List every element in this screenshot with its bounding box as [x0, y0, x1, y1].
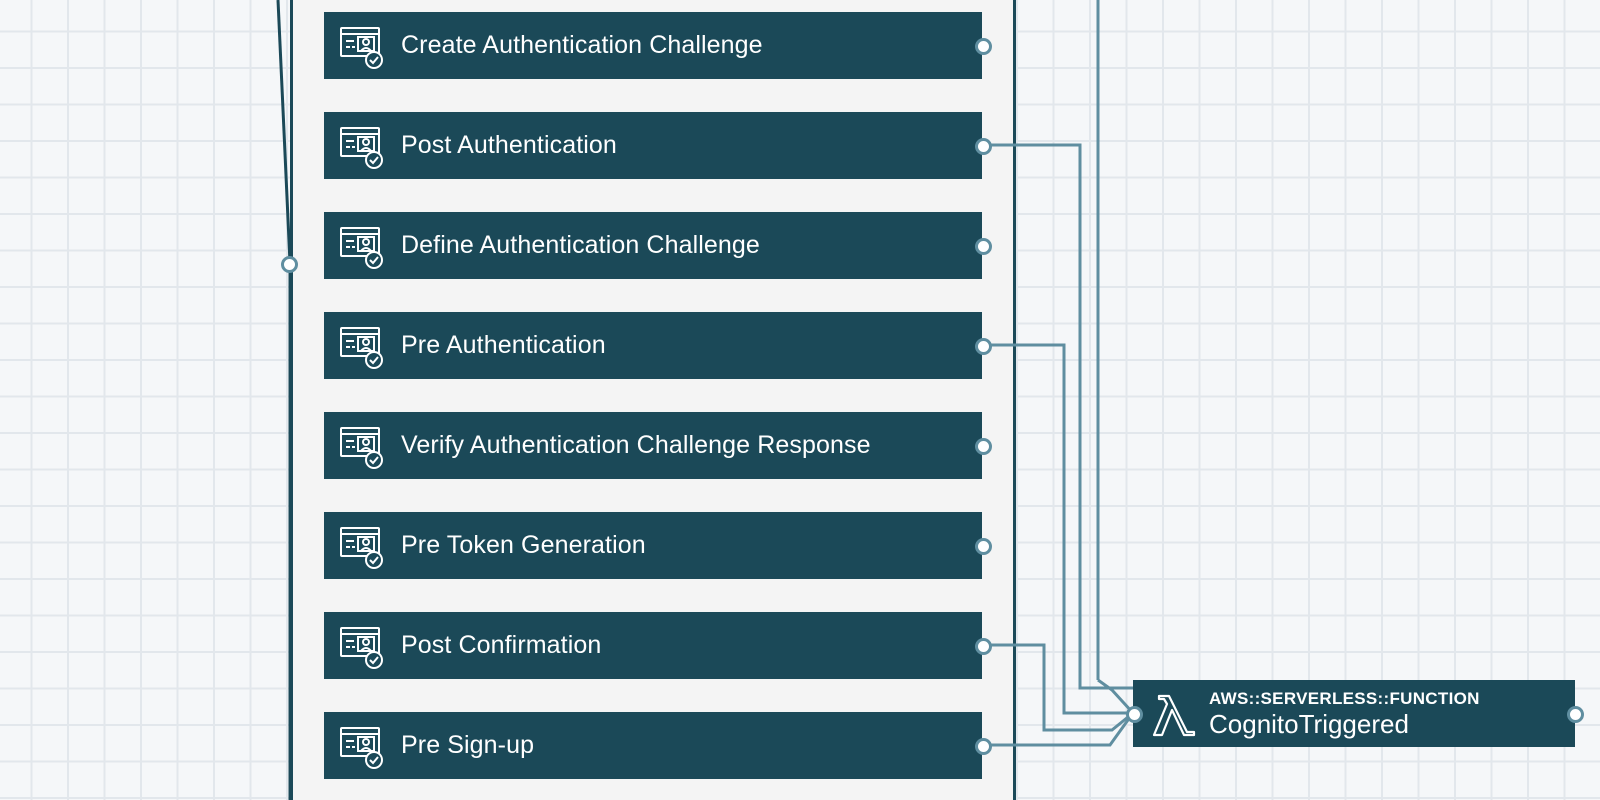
function-name-label: CognitoTriggered [1209, 708, 1409, 739]
trigger-node-create-authentication-challenge[interactable]: Create Authentication Challenge [324, 12, 982, 79]
function-node-cognito-triggered[interactable]: AWS::SERVERLESS::FUNCTION CognitoTrigger… [1133, 680, 1575, 747]
trigger-label: Pre Sign-up [401, 731, 535, 759]
connection-left-vertical [276, 0, 292, 264]
cognito-trigger-icon [338, 422, 386, 470]
trigger-node-pre-token-generation[interactable]: Pre Token Generation [324, 512, 982, 579]
connection-pre-sign-up [982, 712, 1135, 747]
trigger-label: Post Authentication [401, 131, 617, 159]
trigger-label: Post Confirmation [401, 631, 602, 659]
trigger-output-port-verify-authentication-challenge-response[interactable] [975, 438, 992, 455]
trigger-output-port-create-authentication-challenge[interactable] [975, 38, 992, 55]
trigger-node-pre-authentication[interactable]: Pre Authentication [324, 312, 982, 379]
trigger-label: Verify Authentication Challenge Response [401, 431, 871, 459]
trigger-label: Pre Token Generation [401, 531, 646, 559]
cognito-trigger-icon [338, 222, 386, 270]
trigger-output-port-post-confirmation[interactable] [975, 638, 992, 655]
cognito-trigger-icon [338, 522, 386, 570]
trigger-label: Create Authentication Challenge [401, 31, 763, 59]
cognito-trigger-icon [338, 322, 386, 370]
connection-post-authentication [982, 143, 1133, 690]
trigger-output-port-pre-authentication[interactable] [975, 338, 992, 355]
trigger-output-port-post-authentication[interactable] [975, 138, 992, 155]
trigger-node-verify-authentication-challenge-response[interactable]: Verify Authentication Challenge Response [324, 412, 982, 479]
function-output-port[interactable] [1567, 706, 1584, 723]
connection-pre-authentication [982, 343, 1133, 715]
trigger-output-port-define-authentication-challenge[interactable] [975, 238, 992, 255]
trigger-node-post-confirmation[interactable]: Post Confirmation [324, 612, 982, 679]
trigger-node-define-authentication-challenge[interactable]: Define Authentication Challenge [324, 212, 982, 279]
function-input-port[interactable] [1126, 706, 1143, 723]
cognito-trigger-icon [338, 122, 386, 170]
cognito-trigger-icon [338, 722, 386, 770]
connection-post-confirmation [982, 643, 1134, 732]
cognito-trigger-icon [338, 22, 386, 70]
connection-top-to-function [1097, 678, 1135, 715]
trigger-node-post-authentication[interactable]: Post Authentication [324, 112, 982, 179]
trigger-label: Define Authentication Challenge [401, 231, 760, 259]
trigger-output-port-pre-sign-up[interactable] [975, 738, 992, 755]
function-type-label: AWS::SERVERLESS::FUNCTION [1209, 688, 1480, 708]
trigger-output-port-pre-token-generation[interactable] [975, 538, 992, 555]
function-node-text: AWS::SERVERLESS::FUNCTION CognitoTrigger… [1209, 689, 1480, 739]
trigger-label: Pre Authentication [401, 331, 606, 359]
lambda-icon [1147, 688, 1199, 740]
group-input-port[interactable] [281, 256, 298, 273]
trigger-node-pre-sign-up[interactable]: Pre Sign-up [324, 712, 982, 779]
cognito-trigger-icon [338, 622, 386, 670]
